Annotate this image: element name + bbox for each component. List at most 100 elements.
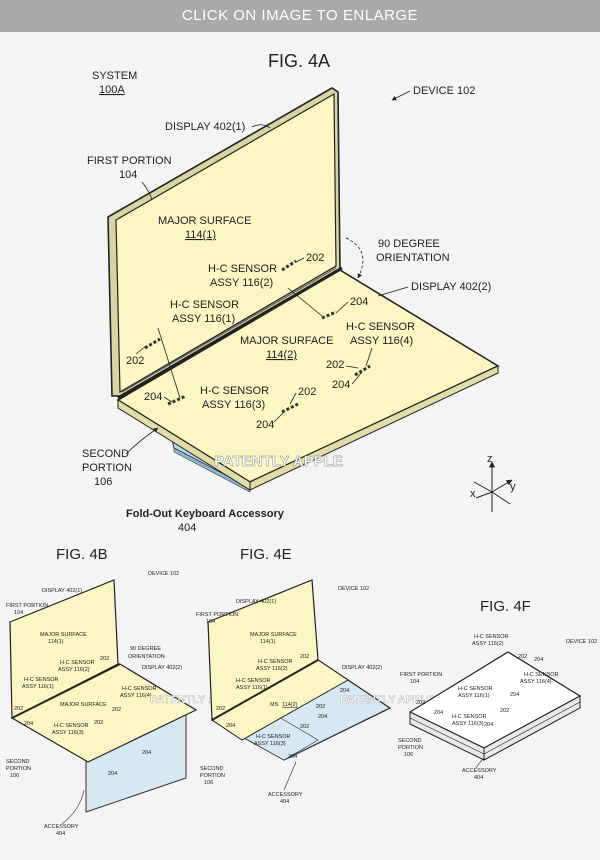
fig-4f-404: 404: [474, 775, 483, 781]
fig-4e-major1: MAJOR SURFACE: [250, 632, 297, 638]
fig-4b-first-portion: FIRST PORTION: [6, 603, 48, 609]
first-portion-label: FIRST PORTION: [87, 155, 172, 167]
fig-4b-204-a: 204: [24, 721, 33, 727]
fig-4f-assy4: ASSY 116(4): [520, 679, 552, 685]
fig-4e-title: FIG. 4E: [240, 546, 292, 563]
fig-4b-404: 404: [56, 831, 65, 837]
fig-4e-204-a: 204: [340, 688, 349, 694]
fig-4b-hc1: H-C SENSOR: [24, 677, 59, 683]
fig-4f-204-d: 204: [484, 722, 493, 728]
fig-4f-hc4: H-C SENSOR: [524, 672, 559, 678]
major-surface-2-label: MAJOR SURFACE: [240, 335, 334, 347]
fig-4b-first-ref: 104: [14, 610, 23, 616]
fig-4b-orient2: ORIENTATION: [128, 654, 165, 660]
fig-4f-204-b: 204: [510, 692, 519, 698]
fig-4f-title: FIG. 4F: [480, 598, 531, 615]
fig-4e-204-d: 204: [288, 754, 297, 760]
enlarge-banner[interactable]: CLICK ON IMAGE TO ENLARGE: [0, 0, 600, 32]
fig-4b-assy3: ASSY 116(3): [52, 730, 84, 736]
hc-sensor-1-label: H-C SENSOR: [170, 299, 239, 311]
fig-4e-ms-ref: 114(2): [282, 702, 298, 708]
assy-116-3-label: ASSY 116(3): [202, 399, 265, 411]
fig-4f: FIG. 4F H-C SENSOR ASSY 116(2) DEVICE 10…: [398, 598, 597, 781]
fig-4e-202-b: 202: [316, 704, 325, 710]
device-label: DEVICE 102: [413, 85, 475, 97]
second-portion-label-1: SECOND: [82, 448, 129, 460]
fig-4b-device: DEVICE 102: [148, 571, 179, 577]
system-ref: 100A: [99, 84, 125, 96]
ref-202-a: 202: [306, 252, 324, 264]
fig-4e-second: SECOND: [200, 766, 224, 772]
keyboard-accessory-label: Fold-Out Keyboard Accessory: [126, 508, 285, 520]
fig-4e-device: DEVICE 102: [338, 586, 369, 592]
fig-4e-404: 404: [280, 799, 289, 805]
fig-4b-assy1: ASSY 116(1): [22, 684, 54, 690]
fig-4b-204-b: 204: [142, 750, 151, 756]
second-portion-ref: 106: [94, 476, 112, 488]
fig-4b-portion: PORTION: [6, 766, 31, 772]
fig-4f-first-portion: FIRST PORTION: [400, 672, 442, 678]
fig-4b-202-d: 202: [94, 720, 103, 726]
fig-4b-accessory: ACCESSORY: [44, 824, 79, 830]
hc-sensor-4-label: H-C SENSOR: [346, 321, 415, 333]
axis-triad: [473, 461, 513, 512]
sensor-dashes: [144, 259, 371, 414]
fig-4b-hc4: H-C SENSOR: [122, 686, 157, 692]
fig-4b: FIG. 4B DEVICE 102 DISPLAY 402(1) FIRST …: [6, 546, 245, 837]
fig-4e-ms: MS: [270, 702, 279, 708]
fig-4b-major1: MAJOR SURFACE: [40, 632, 87, 638]
second-portion-label-2: PORTION: [82, 462, 132, 474]
fig-4e-202-c: 202: [216, 706, 225, 712]
ref-204-a: 204: [350, 296, 368, 308]
fig-4a: FIG. 4A SYSTEM: [82, 51, 516, 534]
fig-4e-hc1: H-C SENSOR: [236, 678, 271, 684]
fig-4b-major2: MAJOR SURFACE: [60, 702, 107, 708]
fig-4f-device: DEVICE 102: [566, 639, 597, 645]
fig-4b-orient1: 90 DEGREE: [130, 646, 161, 652]
fig-4f-106: 106: [404, 752, 413, 758]
fig-4b-106: 106: [10, 773, 19, 779]
fig-4b-display2: DISPLAY 402(2): [142, 665, 182, 671]
fig-4f-portion: PORTION: [398, 745, 423, 751]
ref-202-b: 202: [126, 355, 144, 367]
ref-202-c: 202: [326, 359, 344, 371]
ref-204-d: 204: [256, 419, 274, 431]
fig-4b-major1-ref: 114(1): [48, 639, 64, 645]
fig-4e-display1: DISPLAY 402(1): [236, 599, 276, 605]
fig-4e-accessory: ACCESSORY: [268, 792, 303, 798]
ref-204-c: 204: [332, 379, 350, 391]
fig-4f-accessory: ACCESSORY: [462, 768, 497, 774]
fig-4b-hc3: H-C SENSOR: [54, 723, 89, 729]
fig-4f-202-b: 202: [416, 700, 425, 706]
fig-4e-hc3: H-C SENSOR: [256, 734, 291, 740]
watermark-4a: PATENTLY APPLE: [214, 453, 343, 470]
orientation-label-2: ORIENTATION: [376, 252, 450, 264]
fig-4f-hc2: H-C SENSOR: [474, 634, 509, 640]
system-label: SYSTEM: [92, 70, 137, 82]
display-402-2-label: DISPLAY 402(2): [411, 281, 491, 293]
fig-4b-second: SECOND: [6, 759, 30, 765]
fig-4b-202-a: 202: [100, 656, 109, 662]
axis-y-label: y: [510, 481, 516, 493]
fig-4e-major1-ref: 114(1): [260, 639, 276, 645]
axis-x-label: x: [470, 488, 476, 500]
fig-4b-202-c: 202: [112, 707, 121, 713]
axis-z-label: z: [487, 453, 493, 465]
fig-4e: FIG. 4E DEVICE 102 DISPLAY 402(1) FIRST …: [196, 546, 435, 805]
hc-sensor-2-label: H-C SENSOR: [208, 263, 277, 275]
fig-4f-204-c: 204: [434, 710, 443, 716]
display-402-1-label: DISPLAY 402(1): [165, 121, 245, 133]
hc-sensor-3-label: H-C SENSOR: [200, 385, 269, 397]
fig-4f-hc3: H-C SENSOR: [452, 714, 487, 720]
fig-4b-assy2: ASSY 116(2): [58, 667, 90, 673]
watermark-4e: PATENTLY APPLE: [340, 694, 435, 706]
fig-4e-106: 106: [204, 780, 213, 786]
keyboard-accessory-ref: 404: [178, 522, 196, 534]
fig-4a-title: FIG. 4A: [268, 51, 330, 71]
fig-4f-first-ref: 104: [410, 679, 419, 685]
fig-4e-assy1: ASSY 116(1): [236, 685, 268, 691]
fig-4e-202-a: 202: [300, 654, 309, 660]
fig-4f-second: SECOND: [398, 738, 422, 744]
